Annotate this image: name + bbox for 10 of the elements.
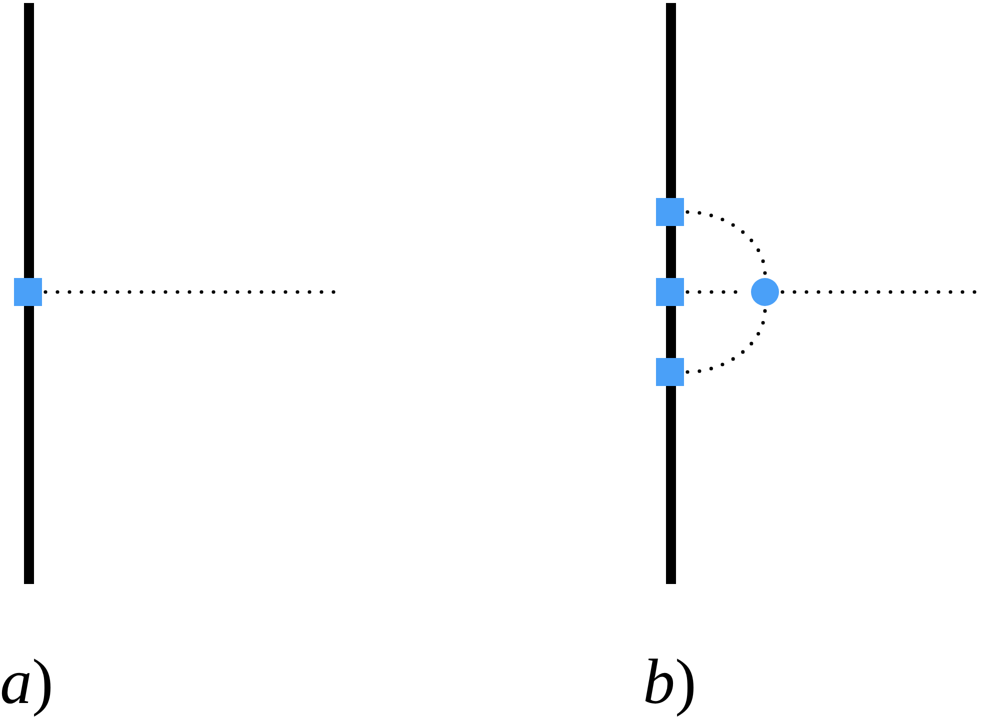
panel-label: a) bbox=[0, 650, 54, 714]
vertical-bar bbox=[24, 3, 34, 584]
dotted-arc bbox=[686, 210, 767, 276]
square-node bbox=[656, 198, 684, 226]
dotted-arc bbox=[686, 308, 767, 374]
square-node bbox=[14, 278, 42, 306]
panel-label: b) bbox=[643, 650, 696, 714]
square-node bbox=[656, 278, 684, 306]
square-node bbox=[656, 358, 684, 386]
circle-node bbox=[751, 278, 779, 306]
